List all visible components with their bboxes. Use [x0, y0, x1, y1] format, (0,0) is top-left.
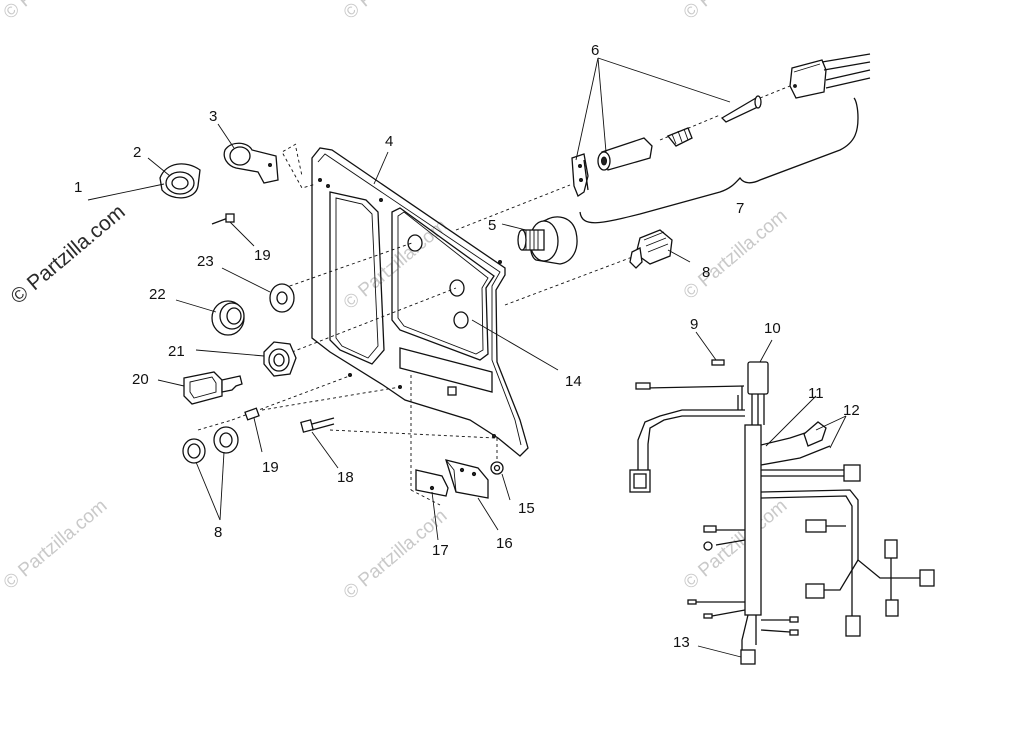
- callout-22: 22: [149, 286, 166, 303]
- callout-12: 12: [843, 402, 860, 419]
- part-18-bolt: [300, 417, 335, 433]
- callout-13: 13: [673, 634, 690, 651]
- watermark-2: © Partzilla.com: [680, 205, 792, 303]
- callout-23: 23: [197, 253, 214, 270]
- callout-21: 21: [168, 343, 185, 360]
- callout-10: 10: [764, 320, 781, 337]
- callout-20: 20: [132, 371, 149, 388]
- part-22-ring-nut: [211, 300, 245, 336]
- part-7-brace: [579, 97, 859, 224]
- watermark-6: © Partzilla.com: [0, 0, 111, 24]
- callout-labels: 1 2 3 4 5 6 7 8 8 9 10 11 12 13 14 15 16…: [74, 42, 860, 651]
- callout-19-bottom: 19: [262, 459, 279, 476]
- wiring-harness: [629, 359, 935, 665]
- callout-2: 2: [133, 144, 141, 161]
- part-2-lamp-bezel: [159, 163, 201, 199]
- callout-14: 14: [565, 373, 582, 390]
- callout-7: 7: [736, 200, 744, 217]
- callout-9: 9: [690, 316, 698, 333]
- part-19-screw-bottom: [244, 407, 260, 421]
- callout-19-top: 19: [254, 247, 271, 264]
- callout-5: 5: [488, 217, 496, 234]
- part-3-bracket: [223, 142, 279, 184]
- part-16-17-bracket: [415, 459, 504, 499]
- part-6-switch-parts: [571, 95, 762, 197]
- dash-panel: [311, 147, 529, 457]
- callout-1: 1: [74, 179, 82, 196]
- callout-16: 16: [496, 535, 513, 552]
- part-23-washer: [269, 283, 295, 313]
- part-5-gauge: [517, 216, 578, 265]
- watermark-5: © Partzilla.com: [680, 495, 792, 593]
- watermark-3: © Partzilla.com: [0, 495, 111, 593]
- callout-8-rings: 8: [214, 524, 222, 541]
- callout-leaders: [87, 57, 847, 658]
- callout-8-toggle: 8: [702, 264, 710, 281]
- part-21-nut: [263, 341, 297, 377]
- watermark-1: © Partzilla.com: [340, 215, 452, 313]
- callout-18: 18: [337, 469, 354, 486]
- part-20-key: [183, 371, 243, 405]
- watermark-8: © Partzilla.com: [680, 0, 792, 24]
- callout-3: 3: [209, 108, 217, 125]
- watermarks: © Partzilla.com © Partzilla.com © Partzi…: [0, 0, 791, 604]
- callout-6: 6: [591, 42, 599, 59]
- callout-4: 4: [385, 133, 393, 150]
- callout-11: 11: [808, 385, 824, 402]
- part-8-toggle-switch: [629, 229, 673, 269]
- callout-15: 15: [518, 500, 535, 517]
- callout-17: 17: [432, 542, 449, 559]
- part-7-connector-head: [789, 53, 871, 99]
- part-8-rings: [182, 426, 239, 464]
- watermark-main: © Partzilla.com: [6, 200, 129, 309]
- watermark-7: © Partzilla.com: [340, 0, 452, 24]
- leader-dashes: [197, 83, 796, 506]
